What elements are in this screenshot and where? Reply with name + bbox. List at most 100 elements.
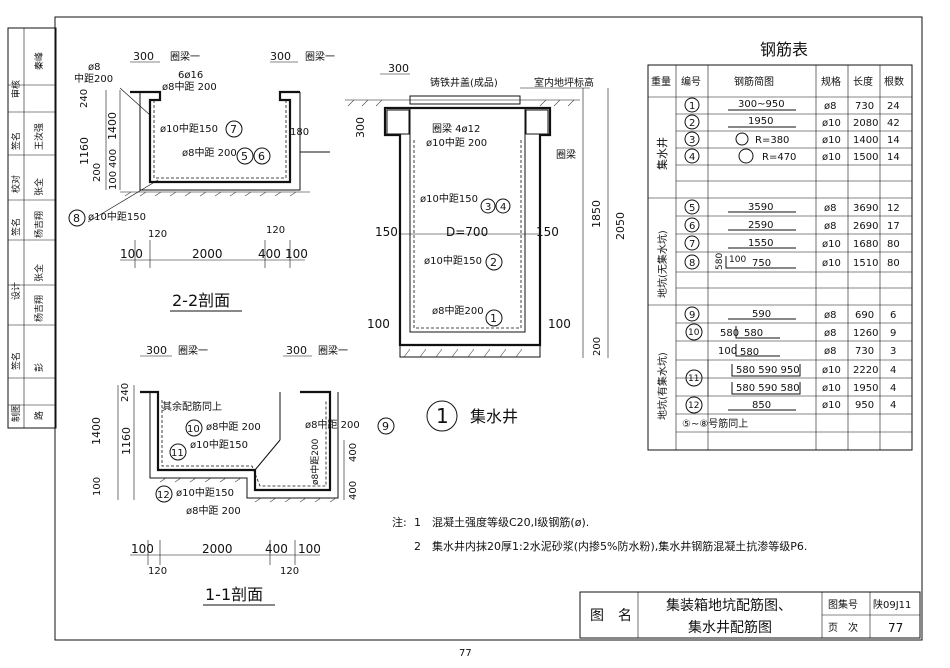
s11-marker-11 <box>169 443 187 461</box>
s22-marker-8 <box>68 209 86 227</box>
table-row-1-spec: ø8 <box>824 101 836 112</box>
table-header-no: 编号 <box>681 75 701 88</box>
s22-num-8: 8 <box>73 212 80 225</box>
s11-label-12: ø10中距150 <box>176 486 234 499</box>
table-row-12-marker <box>685 396 703 414</box>
s22-num-6: 6 <box>258 150 265 163</box>
page-number-cell: 77 <box>888 621 903 635</box>
table-row-9-qty: 6 <box>890 310 896 321</box>
table-row-6-marker <box>684 217 700 233</box>
s22-marker-7 <box>225 120 243 138</box>
s11-marker-9 <box>377 417 395 435</box>
sump-dim-150b: 150 <box>536 225 559 239</box>
atlas-label: 图集号 <box>828 598 858 611</box>
s22-dim-300b: 300 <box>270 50 291 63</box>
section-2-2: 300 圈梁一 300 圈梁一 ø8 中距200 6ø16 ø8中距 200 2… <box>68 50 335 312</box>
s11-dim-100: 100 <box>92 477 103 496</box>
strip-sign-5: 张全 <box>33 264 45 282</box>
strip-sign-8: 路 <box>33 411 45 420</box>
table-row-12-sketch: 850 <box>752 400 771 411</box>
s11-dim-300b: 300 <box>286 344 307 357</box>
s11-num-12: 12 <box>157 490 170 501</box>
table-row-7-len: 1680 <box>853 239 878 250</box>
s22-rebar-inner <box>153 100 287 179</box>
table-row-4-qty: 14 <box>887 152 900 163</box>
s11-dim-2000: 2000 <box>202 542 233 556</box>
table-row-1-qty: 24 <box>887 101 900 112</box>
strip-label-design: 设计 <box>10 282 22 300</box>
s11-label-12b: ø8中距 200 <box>186 504 241 517</box>
table-row-11-len: 2220 <box>853 365 878 376</box>
table-row-3-len: 1400 <box>853 135 878 146</box>
s22-ground-hatch <box>120 191 310 197</box>
table-row-5-sketch: 3590 <box>748 202 773 213</box>
table-row-3-marker <box>684 131 700 147</box>
sump-dim-150a: 150 <box>375 225 398 239</box>
sump-ring-beam: 圈梁 <box>556 148 576 161</box>
section-1-1: 300 圈梁一 300 圈梁一 240 1400 1160 100 其余配筋同上… <box>90 344 395 606</box>
s22-dim-180: 180 <box>290 127 309 138</box>
s11-dim-100b: 100 <box>298 542 321 556</box>
s22-phi8: ø8 <box>88 62 100 73</box>
table-row-10-no: 10 <box>688 328 700 338</box>
table-row-11-sketch: 580 590 950 <box>736 365 800 376</box>
note-1-text: 混凝土强度等级C20,Ⅰ级钢筋(ø). <box>432 515 589 529</box>
sump-marker-4 <box>495 198 511 214</box>
table-row-10-qty: 9 <box>890 328 896 339</box>
sump-dim-2050: 2050 <box>614 212 627 240</box>
strip-label-sign-3: 签名 <box>10 352 22 370</box>
table-note-row: ⑤~⑧号筋同上 <box>682 417 748 430</box>
table-row-1-len: 730 <box>855 101 874 112</box>
table-row-11b-sketch: 580 590 580 <box>736 383 800 394</box>
table-row-7-sketch: 1550 <box>748 238 773 249</box>
sump-dim-200: 200 <box>592 337 603 356</box>
sump-floor-level: 室内地坪标高 <box>534 76 594 89</box>
s11-dim-400a: 400 <box>348 443 359 462</box>
sump-marker-1 <box>485 309 503 327</box>
table-row-2-sketch: 1950 <box>748 116 773 127</box>
s22-marker-5 <box>236 147 254 165</box>
sump-marker-2 <box>485 253 503 271</box>
s11-side-rebar: ø8中距200 <box>309 438 321 485</box>
sump-ring-rebar-2: ø10中距 200 <box>426 136 487 149</box>
s22-pit-outer <box>130 91 301 191</box>
table-row-10b-shape <box>735 344 780 357</box>
table-row-11-spec: ø10 <box>822 365 841 376</box>
table-header-sketch: 钢筋简图 <box>734 75 774 88</box>
s22-marker-6 <box>253 147 271 165</box>
strip-sign-1: 秦峰 <box>33 52 45 70</box>
table-row-10-shape <box>735 326 780 339</box>
sump-label-34: ø10中距150 <box>420 192 478 205</box>
table-row-2-spec: ø10 <box>822 118 841 129</box>
s11-other-rebar: 其余配筋同上 <box>162 400 222 413</box>
s22-pit-wall <box>130 90 300 184</box>
s11-dim-100a: 100 <box>131 542 154 556</box>
table-row-4-sketch: R=470 <box>762 152 796 163</box>
note-2-number: 2 <box>414 540 421 553</box>
s11-label-10: ø8中距 200 <box>206 420 261 433</box>
sump-ground-hatch <box>345 99 580 107</box>
table-row-8-spec: ø10 <box>822 258 841 269</box>
s22-spacing200: 中距200 <box>74 72 113 85</box>
table-row-10-marker <box>685 323 703 341</box>
notes-prefix: 注: <box>392 515 407 529</box>
table-row-12-len: 950 <box>855 400 874 411</box>
table-row-10-sketch-b: 580 <box>744 328 763 339</box>
table-row-8-shape <box>725 256 796 269</box>
s11-num-9: 9 <box>382 420 389 433</box>
sump-wall-inner <box>409 108 526 333</box>
s22-dim-400: 400 <box>108 149 119 168</box>
table-row-10b-qty: 3 <box>890 346 896 357</box>
sump-label-2: ø10中距150 <box>424 254 482 267</box>
s11-dim-1400: 1400 <box>90 417 103 445</box>
rebar-table: 钢筋表 重量 编号 钢筋简图 规格 长度 根数 <box>647 40 913 451</box>
s22-dim-100: 100 <box>108 171 119 190</box>
s22-dim-400b: 400 <box>258 247 281 261</box>
s11-dim-400c: 400 <box>265 542 288 556</box>
table-row-9-len: 690 <box>855 310 874 321</box>
table-row-3-qty: 14 <box>887 135 900 146</box>
table-row-9-marker <box>684 306 700 322</box>
sump-dim-300: 300 <box>388 62 409 75</box>
table-row-8-len: 1510 <box>853 258 878 269</box>
strip-sign-3: 张全 <box>33 178 45 196</box>
